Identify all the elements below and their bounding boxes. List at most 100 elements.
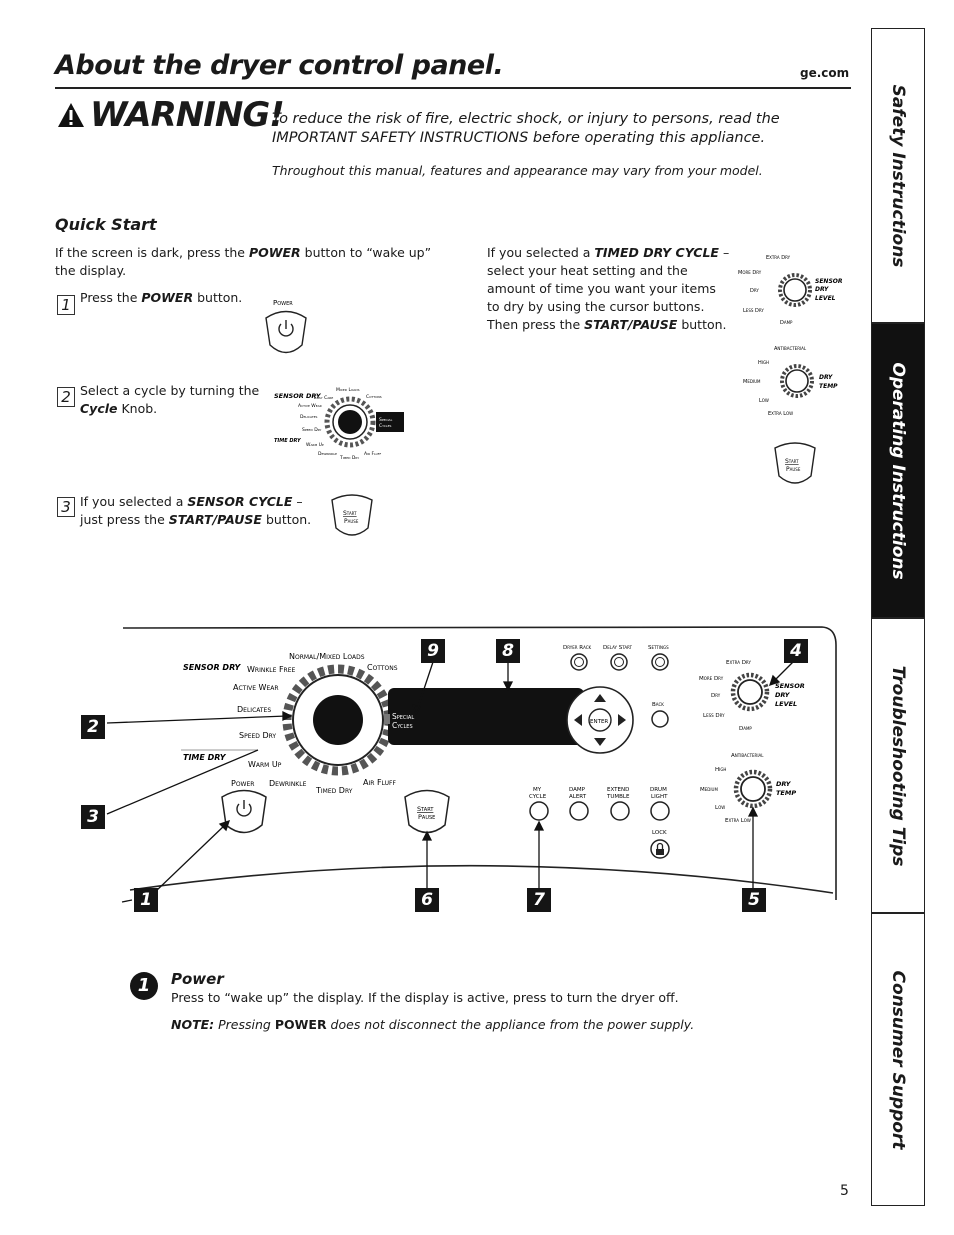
power-section-heading: Power: [171, 970, 224, 988]
qs-start-button: [331, 494, 373, 536]
panel-back: Back: [652, 702, 664, 708]
qs-more-dry: More Dry: [738, 270, 762, 276]
tab-safety-label: Safety Instructions: [888, 84, 908, 267]
panel-start-label: Start: [417, 805, 434, 813]
panel-delicates: Delicates: [237, 705, 271, 714]
panel-my: MY: [533, 787, 542, 793]
panel-dry-temp-knob: [733, 769, 773, 809]
panel-sensor-dry: SENSOR DRY: [183, 663, 241, 672]
quick-start-intro: If the screen is dark, press the POWER b…: [55, 245, 432, 278]
panel-cottons: Cottons: [367, 663, 398, 672]
panel-air-fluff: Air Fluff: [363, 778, 396, 787]
lock-icon: [656, 842, 664, 855]
step-2-number: 2: [57, 387, 75, 407]
panel-extra-dry: Extra Dry: [726, 660, 751, 666]
quick-start-heading: Quick Start: [55, 215, 157, 234]
qs-temp-2: TEMP: [819, 383, 838, 390]
tab-consumer-support[interactable]: Consumer Support: [871, 913, 925, 1206]
qs-power-icon: [278, 320, 294, 337]
panel-medium: Medium: [700, 787, 718, 793]
panel-high: High: [715, 767, 726, 773]
qs-knob-dewrinkle: Dewrinkle: [318, 451, 337, 457]
qs-power-label: Power: [273, 299, 293, 307]
cursor-up-icon: [594, 694, 606, 702]
qs-pause-label-right: Pause: [786, 466, 801, 473]
qs-start-button-right: [774, 442, 816, 484]
qs-high: High: [758, 360, 769, 366]
warning-text: To reduce the risk of fire, electric sho…: [272, 111, 780, 146]
panel-drum: DRUM: [650, 787, 667, 793]
tab-consumer-label: Consumer Support: [888, 970, 908, 1149]
tab-troubleshooting-label: Troubleshooting Tips: [888, 665, 908, 866]
callout-2: 2: [81, 715, 105, 739]
panel-normal-mixed: Normal/Mixed Loads: [289, 652, 365, 661]
panel-sensor-1: SENSOR: [775, 682, 805, 690]
settings-button: [651, 653, 669, 671]
callout-8: 8: [496, 639, 520, 663]
cursor-pad: [566, 686, 634, 754]
qs-start-label-right: Start: [785, 458, 799, 465]
tab-safety-instructions[interactable]: Safety Instructions: [871, 28, 925, 323]
quick-start-graphics: Power SENSOR DRY Easy Care Mixed Loads C…: [265, 255, 843, 536]
qs-dry-temp-knob: [780, 364, 814, 398]
timed-dry-text: If you selected a TIMED DRY CYCLE – sele…: [487, 245, 730, 332]
panel-timed-dry: Timed Dry: [315, 786, 353, 795]
panel-light: LIGHT: [651, 794, 668, 800]
site-url: ge.com: [800, 66, 850, 80]
qs-knob-cottons: Cottons: [366, 394, 382, 400]
panel-warm-up: Warm Up: [248, 760, 282, 769]
step-1-text: Press the POWER button.: [80, 290, 243, 305]
qs-damp: Damp: [780, 320, 793, 326]
qs-less-dry: Less Dry: [743, 308, 764, 314]
page-title: About the dryer control panel.: [55, 50, 504, 81]
panel-dry-level-knob: [730, 672, 770, 712]
panel-extend: EXTEND: [607, 787, 629, 793]
panel-more-dry: More Dry: [699, 676, 724, 682]
step-1-number: 1: [57, 295, 75, 315]
panel-special: Special: [392, 712, 414, 721]
drum-light-button: [650, 801, 670, 821]
panel-wrinkle-free: Wrinkle Free: [247, 665, 296, 674]
panel-active-wear: Active Wear: [233, 683, 279, 692]
qs-dry: Dry: [750, 288, 759, 294]
panel-pause-label: Pause: [418, 813, 435, 821]
qs-extra-low: Extra Low: [768, 411, 793, 417]
tab-operating-label: Operating Instructions: [888, 361, 908, 580]
my-cycle-button: [529, 801, 549, 821]
header-divider: [55, 87, 851, 89]
panel-power-icon: [236, 800, 252, 817]
qs-antibacterial: Antibacterial: [774, 346, 807, 352]
callout-3: 3: [81, 805, 105, 829]
tab-operating-instructions[interactable]: Operating Instructions: [871, 323, 925, 618]
panel-delay-start: Delay Start: [603, 645, 633, 651]
panel-damp: DAMP: [569, 787, 586, 793]
callout-4: 4: [784, 639, 808, 663]
callout-5: 5: [742, 888, 766, 912]
panel-dry: Dry: [711, 693, 721, 699]
qs-knob-airfluff: Air Fluff: [364, 451, 382, 457]
panel-low: Low: [715, 805, 725, 811]
qs-knob-warmup: Warm Up: [306, 442, 324, 448]
panel-extra-low: Extra Low: [725, 818, 751, 824]
panel-dryer-rack: Dryer Rack: [563, 645, 592, 651]
qs-medium: Medium: [743, 379, 761, 385]
tab-troubleshooting-tips[interactable]: Troubleshooting Tips: [871, 618, 925, 913]
qs-low: Low: [759, 398, 769, 404]
cursor-down-icon: [594, 738, 606, 746]
step-3-text: If you selected a SENSOR CYCLE – just pr…: [80, 494, 312, 527]
dryer-rack-button: [570, 653, 588, 671]
qs-knob-active: Active Wear: [298, 403, 322, 409]
panel-antibacterial: Antibacterial: [731, 753, 764, 759]
panel-tumble: TUMBLE: [606, 794, 630, 800]
power-section-note: NOTE: Pressing POWER does not disconnect…: [171, 1017, 695, 1032]
warning-label: WARNING!: [90, 95, 285, 135]
panel-less-dry: Less Dry: [703, 713, 725, 719]
extend-tumble-button: [610, 801, 630, 821]
qs-knob-timed: Timed Dry: [339, 455, 359, 461]
qs-dry-level-knob: [778, 273, 812, 307]
panel-settings: Settings: [648, 645, 669, 651]
panel-sensor-3: LEVEL: [775, 700, 797, 708]
qs-knob-easycare: Easy Care: [314, 395, 333, 401]
qs-pause-label: Pause: [344, 518, 359, 525]
qs-start-label: Start: [343, 510, 357, 517]
